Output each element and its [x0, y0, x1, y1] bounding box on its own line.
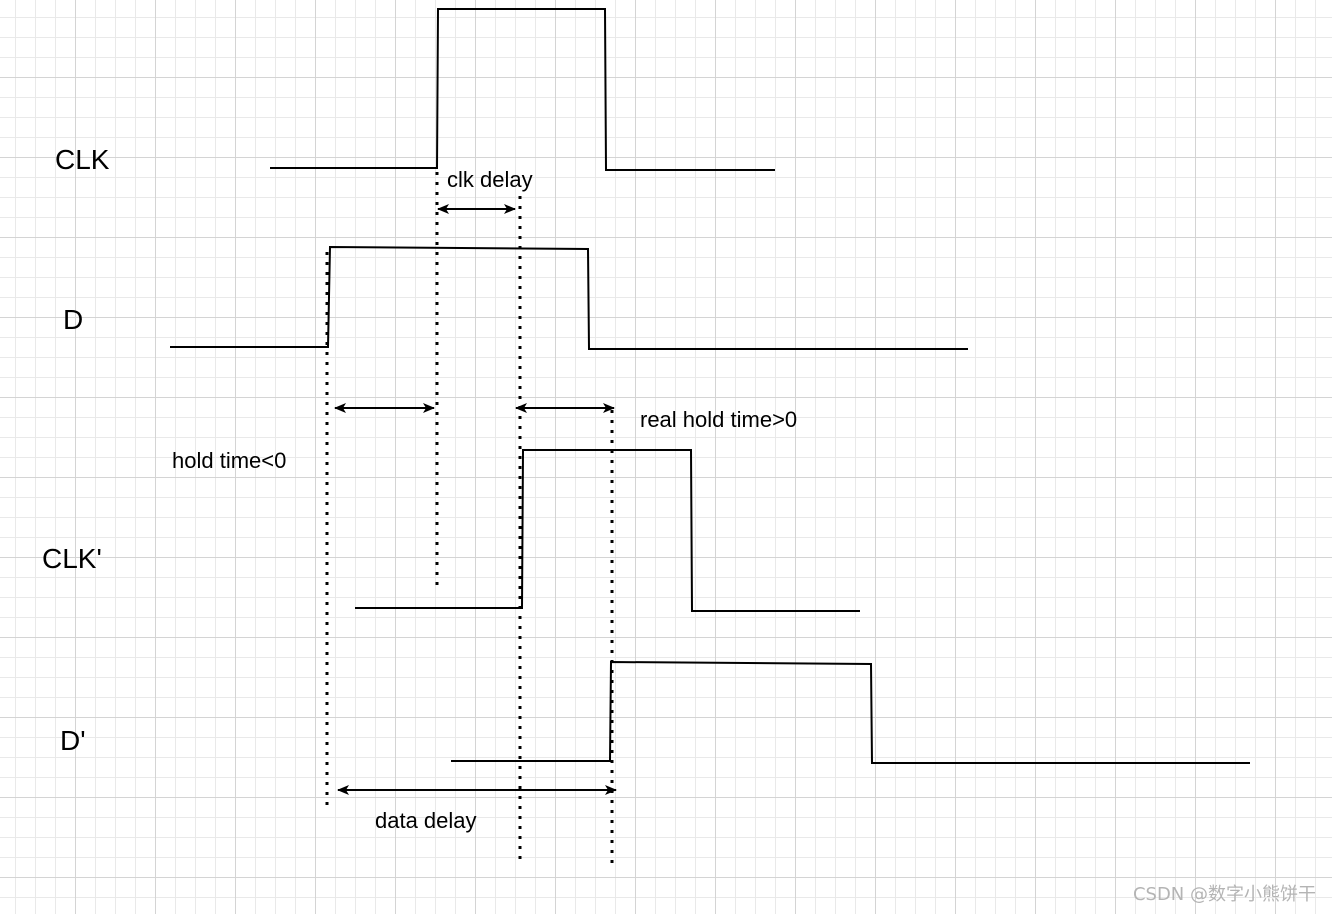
waveform-clk-delayed	[355, 449, 860, 612]
waveform-d-delayed	[451, 660, 1250, 764]
waveform-d	[170, 245, 968, 350]
watermark-text: CSDN @数字小熊饼干	[1133, 884, 1316, 905]
note-hold-time: hold time<0	[172, 448, 286, 473]
waveform-clk	[270, 8, 775, 171]
label-d-delayed: D'	[60, 725, 86, 756]
note-clk-delay: clk delay	[447, 167, 533, 192]
label-clk-delayed: CLK'	[42, 543, 102, 574]
note-real-hold-time: real hold time>0	[640, 407, 797, 432]
label-d: D	[63, 304, 83, 335]
label-clk: CLK	[55, 144, 110, 175]
note-data-delay: data delay	[375, 808, 477, 833]
